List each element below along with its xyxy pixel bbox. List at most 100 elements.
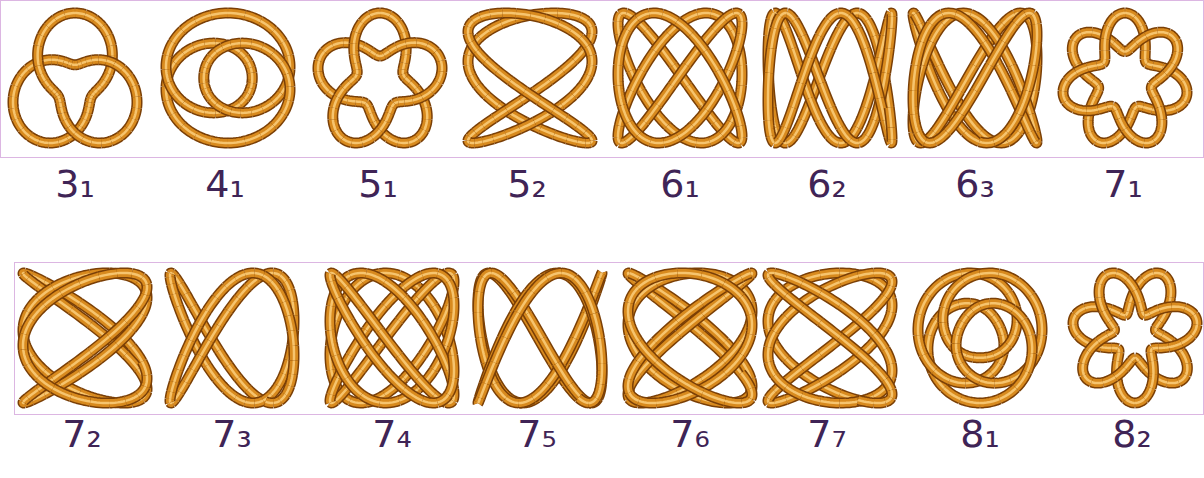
- knot-tube: [95, 19, 103, 26]
- knot-tube: [85, 113, 88, 120]
- knot-tube: [574, 51, 583, 61]
- knot-tube: [111, 46, 112, 56]
- knot-tube: [891, 127, 892, 139]
- tube-highlight: [91, 96, 92, 99]
- tube-highlight: [333, 108, 334, 120]
- knot-tube: [333, 108, 334, 120]
- knot-tube: [620, 142, 625, 143]
- knot-tube: [51, 60, 58, 61]
- knot-tube: [913, 13, 915, 14]
- knot-figure: [618, 13, 742, 143]
- knot-tube: [55, 15, 64, 20]
- knot-tube: [87, 107, 88, 113]
- knot-tube: [850, 140, 859, 143]
- knot-tube: [693, 110, 707, 126]
- knot-tube: [115, 64, 123, 69]
- knot-tube: [342, 138, 351, 142]
- knot-tube: [418, 130, 425, 138]
- knot-tube: [768, 98, 769, 120]
- knot-tube: [16, 77, 21, 86]
- knot-tube: [618, 46, 621, 65]
- knot-tube: [48, 19, 56, 26]
- knot-tube: [510, 81, 524, 91]
- knot-tube: [75, 13, 85, 15]
- knot-tube: [211, 52, 216, 57]
- tube-highlight: [741, 126, 742, 137]
- knot-tube: [64, 62, 69, 64]
- tube-highlight: [734, 13, 740, 14]
- knot-tube: [408, 138, 417, 142]
- knot-tube: [392, 104, 395, 108]
- knot-tube: [628, 19, 637, 30]
- knot-tube: [477, 85, 486, 95]
- tube-highlight: [403, 63, 404, 69]
- knot-tube: [734, 142, 739, 143]
- knot-tube: [489, 24, 501, 30]
- tube-highlight: [87, 107, 88, 113]
- knot-tube: [69, 127, 75, 134]
- tube-highlight: [89, 102, 90, 107]
- tube-highlight: [768, 98, 769, 120]
- knot-tube: [251, 83, 252, 88]
- knot-tube: [859, 13, 867, 20]
- tube-highlight: [64, 62, 69, 64]
- knot-tube: [166, 56, 167, 70]
- knot-tube: [111, 136, 120, 141]
- knot-figure: [468, 13, 592, 143]
- tube-highlight: [398, 142, 408, 143]
- knot-tube: [501, 19, 515, 24]
- tube-highlight: [649, 13, 662, 14]
- knot-tube: [867, 20, 874, 36]
- knot-tube: [696, 142, 710, 143]
- knot-tube: [559, 24, 571, 30]
- knot-tube: [390, 15, 398, 22]
- knot-tube: [859, 136, 867, 143]
- knot-tube: [262, 47, 272, 53]
- knot-tube: [587, 21, 591, 27]
- tube-highlight: [356, 101, 362, 102]
- knot-tube: [710, 135, 722, 142]
- knot-tube: [664, 137, 678, 142]
- knot-tube: [413, 97, 422, 100]
- knot-tube: [497, 71, 510, 81]
- knot-tube: [729, 51, 736, 71]
- knot-tube: [228, 141, 245, 143]
- knot-tube: [404, 100, 412, 101]
- knot-tube: [21, 69, 28, 77]
- knot-tube: [194, 44, 205, 47]
- knot-tube: [281, 63, 287, 74]
- knot-tube: [167, 42, 173, 55]
- knot-tube: [208, 57, 211, 62]
- knot-tube: [736, 110, 741, 126]
- knot-tube: [376, 55, 380, 56]
- knot-tube: [324, 45, 333, 51]
- knot-tube: [75, 133, 83, 138]
- knot-tube: [166, 69, 169, 82]
- knot-tube: [101, 141, 111, 143]
- tube-highlight: [591, 55, 592, 65]
- knot-tube: [558, 13, 570, 14]
- knot-tube: [68, 63, 72, 64]
- knot-tube: [841, 127, 850, 139]
- knot-tube: [490, 13, 502, 14]
- knot-tube: [211, 141, 228, 143]
- knot-tube: [810, 98, 819, 120]
- knot-tube: [354, 32, 356, 43]
- knot-tube: [39, 66, 42, 74]
- knot-tube: [39, 141, 49, 143]
- knot-tube: [333, 119, 336, 130]
- knot-tube: [563, 61, 574, 71]
- tube-highlight: [82, 62, 87, 64]
- knot-tube: [780, 13, 786, 16]
- knot-tube: [468, 55, 469, 65]
- knot-tube: [545, 19, 559, 24]
- knot-tube: [356, 101, 362, 102]
- knot-tube: [223, 45, 231, 48]
- knot-tube: [571, 30, 581, 37]
- knot-tube: [638, 135, 650, 142]
- knot-tube: [45, 81, 49, 86]
- knot-tube: [618, 21, 619, 34]
- tube-highlight: [38, 56, 39, 66]
- knot-tube: [873, 73, 879, 98]
